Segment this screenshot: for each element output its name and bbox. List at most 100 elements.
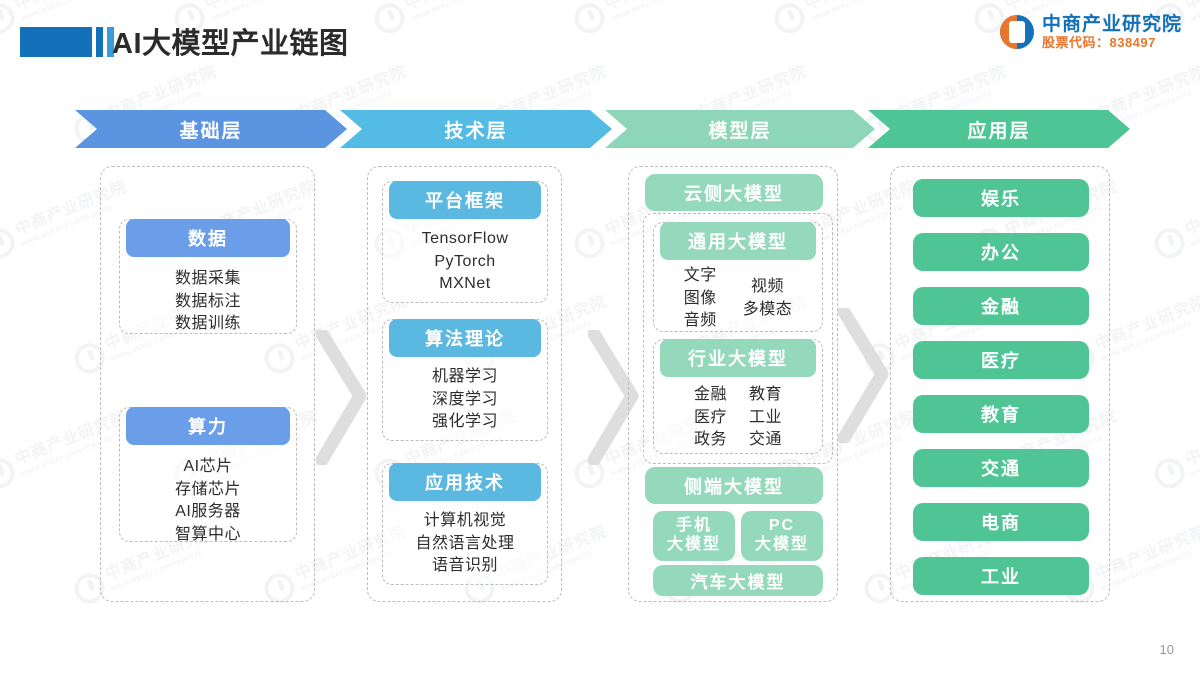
logo-text: 中商产业研究院 股票代码：838497 bbox=[1042, 14, 1182, 51]
card-general-model-items: 文字 图像 音频 视频 多模态 bbox=[654, 265, 822, 333]
connector-arrow-1 bbox=[316, 330, 372, 465]
column-foundation-layer: 数据 数据采集 数据标注 数据训练 算力 AI芯片 存储芯片 AI服务器 智算中… bbox=[100, 166, 315, 602]
list-item: 教育 bbox=[749, 386, 783, 403]
pill-phone-model: 手机 大模型 bbox=[653, 511, 735, 561]
layer-chevron-label: 模型层 bbox=[708, 120, 772, 142]
card-algorithm-theory: 算法理论 机器学习 深度学习 强化学习 bbox=[382, 319, 548, 441]
card-algorithm-theory-items: 机器学习 深度学习 强化学习 bbox=[383, 366, 547, 434]
pill-application-label: 金融 bbox=[981, 297, 1021, 317]
brand-logo: 中商产业研究院 股票代码：838497 bbox=[999, 14, 1182, 51]
logo-company-name: 中商产业研究院 bbox=[1041, 14, 1182, 35]
card-industry-model: 行业大模型 金融 医疗 政务 教育 工业 交通 bbox=[653, 339, 823, 454]
list-item: 智算中心 bbox=[174, 526, 241, 544]
card-industry-model-items: 金融 医疗 政务 教育 工业 交通 bbox=[654, 384, 822, 452]
pill-application-3: 金融 bbox=[913, 287, 1089, 325]
card-platform-framework: 平台框架 TensorFlow PyTorch MXNet bbox=[382, 181, 548, 303]
watermark-logo-icon bbox=[0, 453, 20, 493]
list-item: 多模态 bbox=[742, 300, 793, 318]
pill-application-label: 医疗 bbox=[981, 351, 1021, 371]
accent-bar-1 bbox=[96, 27, 103, 57]
list-item: 计算机视觉 bbox=[423, 512, 507, 529]
list-item: 音频 bbox=[683, 312, 717, 330]
card-computing-power: 算力 AI芯片 存储芯片 AI服务器 智算中心 bbox=[119, 407, 297, 543]
slide-header: AI大模型产业链图 中商产业研究院 股票代码：838497 bbox=[0, 0, 1200, 92]
pill-phone-model-label: 手机 大模型 bbox=[666, 517, 721, 553]
pill-application-5: 教育 bbox=[913, 395, 1089, 433]
connector-arrow-2 bbox=[588, 330, 644, 465]
logo-icon bbox=[999, 15, 1034, 50]
pill-application-6: 交通 bbox=[913, 449, 1089, 487]
pill-application-2: 办公 bbox=[913, 233, 1089, 271]
pill-application-label: 教育 bbox=[981, 405, 1021, 425]
card-computing-power-items: AI芯片 存储芯片 AI服务器 智算中心 bbox=[120, 456, 296, 547]
pill-application-label: 办公 bbox=[981, 243, 1021, 263]
layer-chevron-label: 应用层 bbox=[967, 120, 1031, 142]
list-item: 数据采集 bbox=[174, 270, 241, 287]
layer-chevron-label: 技术层 bbox=[444, 120, 508, 142]
pill-cloud-model-label: 云侧大模型 bbox=[684, 183, 784, 204]
watermark-logo-icon bbox=[570, 223, 610, 263]
card-general-model: 通用大模型 文字 图像 音频 视频 多模态 bbox=[653, 222, 823, 332]
connector-arrow-3 bbox=[838, 308, 894, 443]
list-item: PyTorch bbox=[434, 252, 496, 270]
list-item: 文字 bbox=[683, 267, 717, 284]
general-model-right-group: 视频 多模态 bbox=[743, 265, 793, 333]
logo-stock-code: 股票代码：838497 bbox=[1041, 34, 1156, 50]
layer-chevron-label: 基础层 bbox=[179, 120, 243, 142]
list-item: 数据标注 bbox=[174, 292, 241, 310]
card-application-technology-items: 计算机视觉 自然语言处理 语音识别 bbox=[383, 510, 547, 578]
card-industry-model-header: 行业大模型 bbox=[660, 339, 816, 377]
list-item: 金融 bbox=[693, 386, 727, 403]
list-item: 机器学习 bbox=[431, 368, 498, 385]
pill-cloud-model: 云侧大模型 bbox=[645, 174, 823, 211]
pill-pc-model: PC 大模型 bbox=[741, 511, 823, 561]
list-item: 自然语言处理 bbox=[415, 534, 515, 552]
list-item: 强化学习 bbox=[431, 413, 498, 431]
card-application-technology-header: 应用技术 bbox=[389, 463, 541, 501]
list-item: 视频 bbox=[751, 278, 785, 295]
column-model-layer: 云侧大模型 通用大模型 文字 图像 音频 视频 多模态 行业 bbox=[628, 166, 838, 602]
layer-chevron-1: 基础层 bbox=[75, 110, 347, 148]
list-item: AI芯片 bbox=[183, 458, 233, 475]
pill-application-label: 电商 bbox=[981, 513, 1021, 533]
list-item: 图像 bbox=[683, 289, 717, 307]
layer-band: 基础层 技术层 模型层 应用层 bbox=[0, 110, 1200, 148]
list-item: TensorFlow bbox=[421, 230, 509, 247]
layer-chevron-4: 应用层 bbox=[868, 110, 1130, 148]
pill-automotive-model: 汽车大模型 bbox=[653, 565, 823, 596]
industry-model-right-group: 教育 工业 交通 bbox=[749, 384, 782, 452]
column-application-layer: 娱乐办公金融医疗教育交通电商工业 bbox=[890, 166, 1110, 602]
list-item: 语音识别 bbox=[431, 557, 498, 575]
card-platform-framework-header: 平台框架 bbox=[389, 181, 541, 219]
pill-application-1: 娱乐 bbox=[913, 179, 1089, 217]
watermark-logo-icon bbox=[0, 223, 20, 263]
card-platform-framework-items: TensorFlow PyTorch MXNet bbox=[383, 228, 547, 296]
card-application-technology: 应用技术 计算机视觉 自然语言处理 语音识别 bbox=[382, 463, 548, 585]
pill-edge-model-label: 侧端大模型 bbox=[684, 476, 784, 497]
pill-application-7: 电商 bbox=[913, 503, 1089, 541]
pill-application-4: 医疗 bbox=[913, 341, 1089, 379]
pill-application-label: 工业 bbox=[981, 567, 1021, 587]
card-data-header: 数据 bbox=[126, 219, 290, 257]
industry-model-left-group: 金融 医疗 政务 bbox=[694, 384, 727, 452]
list-item: 政务 bbox=[693, 431, 727, 449]
layer-chevron-3: 模型层 bbox=[605, 110, 875, 148]
list-item: 工业 bbox=[749, 408, 783, 426]
card-data-items: 数据采集 数据标注 数据训练 bbox=[120, 268, 296, 336]
page-number: 10 bbox=[1159, 642, 1174, 657]
card-computing-power-header: 算力 bbox=[126, 407, 290, 445]
card-algorithm-theory-header: 算法理论 bbox=[389, 319, 541, 357]
list-item: MXNet bbox=[439, 275, 491, 293]
list-item: AI服务器 bbox=[175, 503, 241, 521]
list-item: 深度学习 bbox=[431, 390, 498, 408]
pill-automotive-model-label: 汽车大模型 bbox=[690, 573, 786, 592]
list-item: 医疗 bbox=[693, 408, 727, 426]
card-data: 数据 数据采集 数据标注 数据训练 bbox=[119, 219, 297, 334]
pill-application-8: 工业 bbox=[913, 557, 1089, 595]
card-general-model-header: 通用大模型 bbox=[660, 222, 816, 260]
